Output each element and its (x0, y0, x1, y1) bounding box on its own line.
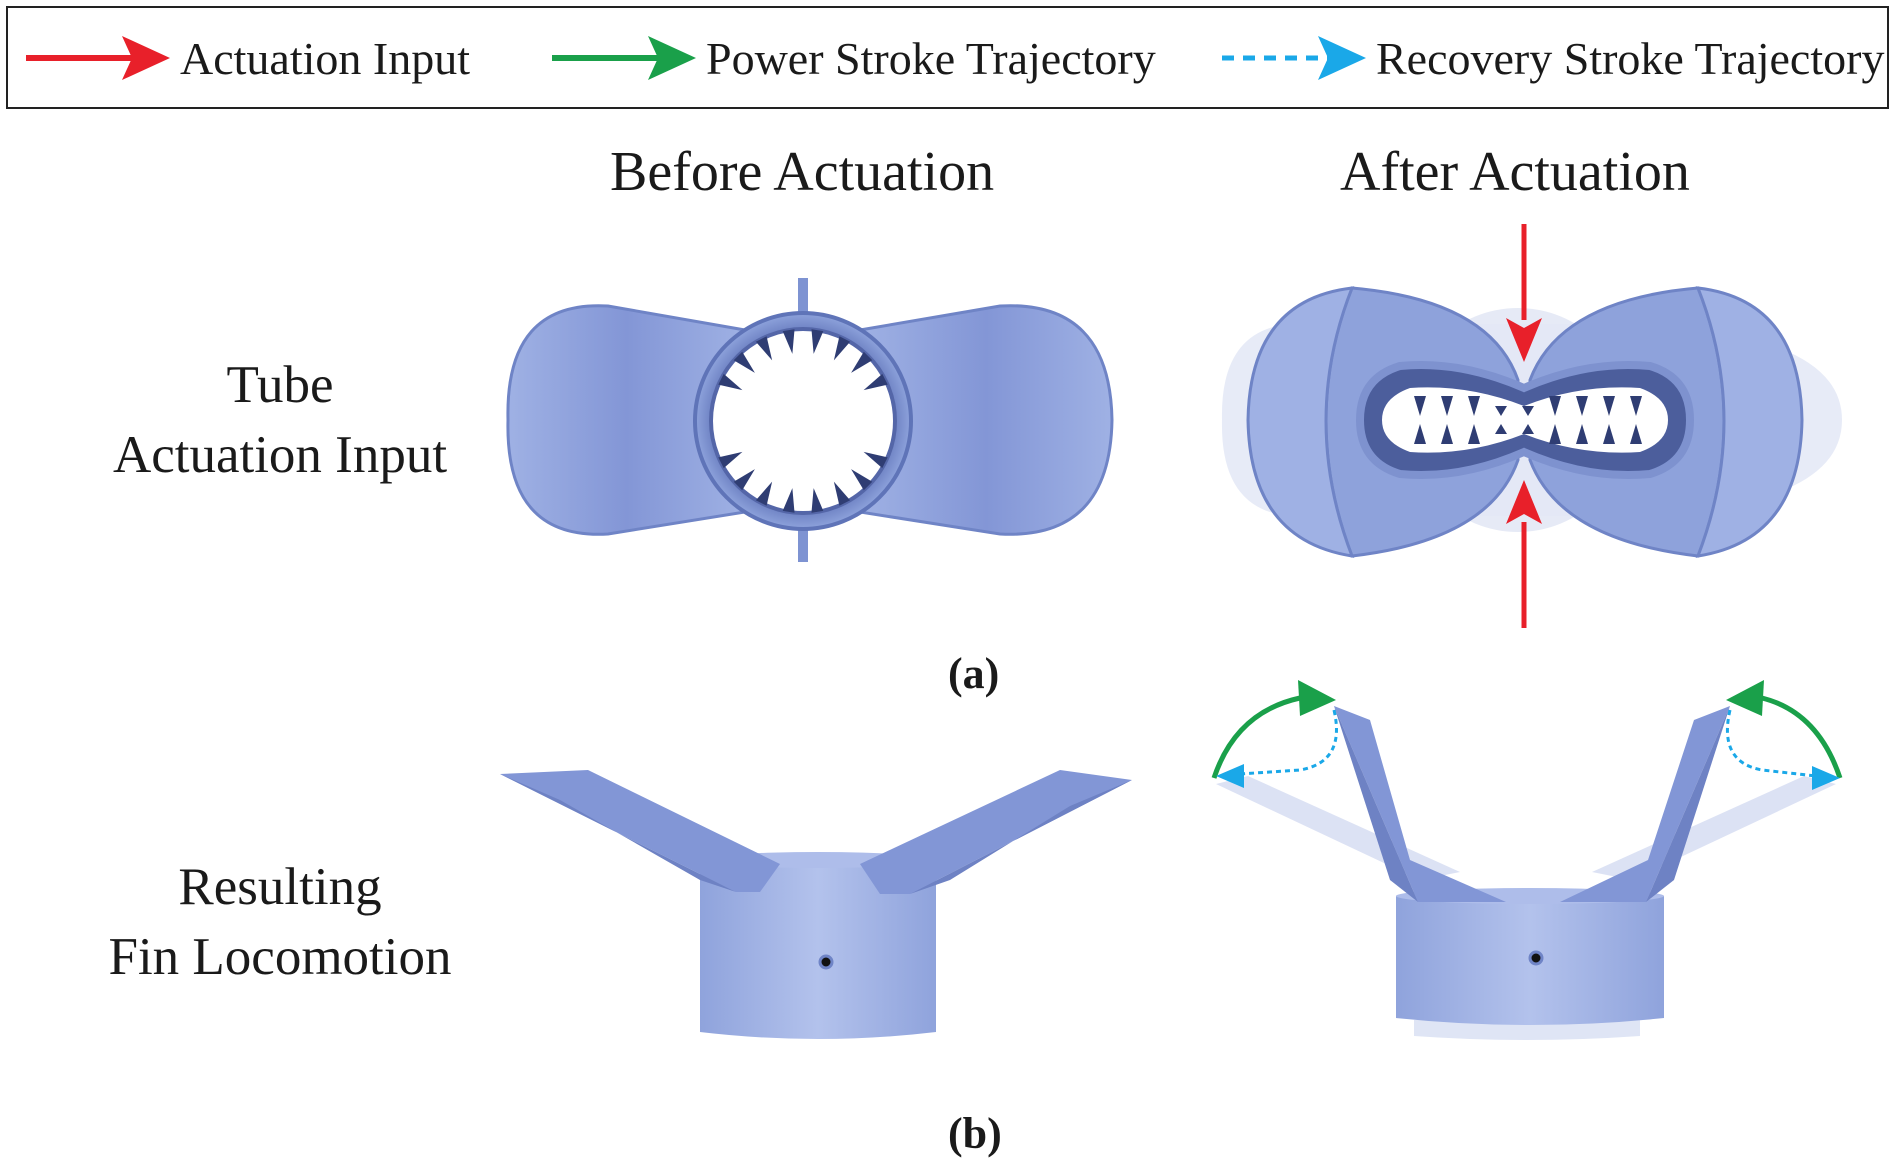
tooth (718, 373, 743, 391)
tooth (782, 488, 795, 513)
recovery-stroke-arrow-left (1216, 709, 1338, 788)
tooth (1414, 424, 1426, 444)
fin-after-left-wing-shadow (1334, 706, 1418, 902)
tooth (833, 481, 851, 506)
tube-before-actuation (506, 278, 1114, 562)
tooth (1630, 424, 1642, 444)
tooth (1522, 406, 1534, 416)
tube-after-right-fin-face (1695, 286, 1804, 558)
heading-after-actuation: After Actuation (1340, 141, 1690, 203)
power-stroke-arrow-left (1211, 680, 1336, 779)
fin-before-port (818, 954, 834, 970)
fin-before-actuation (500, 770, 1132, 1039)
tooth (851, 469, 873, 491)
fin-before-right-wing-shadow (910, 780, 1132, 894)
tooth (863, 373, 888, 391)
tooth (1522, 424, 1534, 434)
fin-before-right-wing (860, 770, 1132, 894)
tooth (733, 351, 755, 373)
legend-item-actuation-input: Actuation Input (22, 8, 470, 108)
panel-label-a: (a) (948, 649, 1000, 698)
tooth (1576, 396, 1588, 416)
actuation-arrow-bottom (1506, 480, 1542, 628)
tooth (863, 451, 888, 469)
recovery-stroke-arrow-right (1725, 709, 1840, 790)
fin-after-actuation (1211, 680, 1843, 1040)
tube-before-right-fin (858, 304, 1114, 536)
tooth (1495, 424, 1507, 434)
row-label-tube-line1: Tube (226, 356, 334, 414)
row-label-tube: Tube Actuation Input (80, 350, 480, 490)
tooth (718, 451, 743, 469)
tube-before-left-fin (506, 304, 747, 536)
tube-before-bore (709, 327, 897, 515)
legend-box: Actuation Input Power Stroke Trajectory … (6, 6, 1889, 109)
tooth (1576, 424, 1588, 444)
row-label-fin-line2: Fin Locomotion (108, 928, 452, 986)
tooth (1603, 396, 1615, 416)
legend-item-power-stroke: Power Stroke Trajectory (548, 8, 1156, 108)
fin-after-cylinder-ghost (1414, 1020, 1640, 1040)
tooth (1468, 424, 1480, 444)
tooth (811, 488, 824, 513)
tooth (1603, 424, 1615, 444)
tube-after-actuation (1221, 224, 1842, 628)
panel-label-b: (b) (948, 1109, 1002, 1158)
legend-label-actuation-input: Actuation Input (180, 32, 470, 84)
tooth (755, 336, 773, 361)
tooth (1468, 396, 1480, 416)
tooth (733, 469, 755, 491)
row-label-tube-line2: Actuation Input (112, 426, 448, 484)
tooth (1549, 396, 1561, 416)
tooth (1495, 406, 1507, 416)
tube-before-teeth (718, 329, 888, 513)
actuation-arrow-top (1506, 224, 1542, 362)
row-label-fin-line1: Resulting (178, 858, 382, 916)
tooth (1441, 396, 1453, 416)
heading-before-actuation: Before Actuation (610, 141, 995, 203)
legend-label-power-stroke: Power Stroke Trajectory (706, 32, 1156, 84)
tooth (1549, 424, 1561, 444)
fin-after-port (1528, 950, 1544, 966)
blue-dashed-arrow-icon (1222, 36, 1366, 80)
red-arrow-icon (26, 36, 170, 80)
fin-before-left-wing-shadow (500, 774, 736, 892)
fin-before-cylinder (700, 860, 936, 1039)
tube-after-left-fin-face (1246, 286, 1355, 558)
tooth (851, 351, 873, 373)
tooth (811, 329, 824, 354)
row-label-fin: Resulting Fin Locomotion (80, 852, 480, 992)
tooth (782, 329, 795, 354)
tooth (833, 336, 851, 361)
fin-after-left-wing (1334, 706, 1506, 902)
tooth (1414, 396, 1426, 416)
legend-item-recovery-stroke: Recovery Stroke Trajectory (1218, 8, 1884, 108)
legend-label-recovery-stroke: Recovery Stroke Trajectory (1376, 32, 1885, 84)
tooth (1630, 396, 1642, 416)
fin-after-left-ghost (1216, 776, 1460, 880)
fin-after-right-wing (1560, 706, 1730, 902)
tooth (1441, 424, 1453, 444)
fin-after-right-wing-shadow (1646, 706, 1730, 902)
tube-after-teeth (1414, 396, 1642, 444)
power-stroke-arrow-right (1726, 680, 1843, 779)
fin-after-right-ghost (1592, 776, 1836, 880)
green-arrow-icon (552, 36, 696, 80)
tooth (755, 481, 773, 506)
fin-before-left-wing (500, 770, 780, 892)
tube-after-bore (1382, 387, 1668, 453)
